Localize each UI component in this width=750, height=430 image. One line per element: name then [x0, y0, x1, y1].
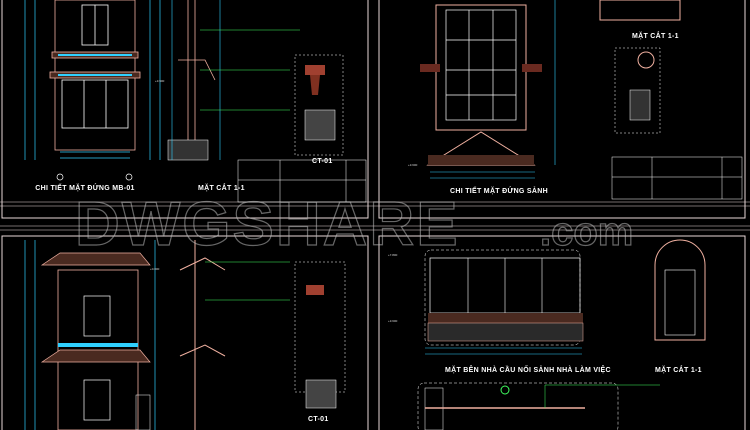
level-label: +3.600 [388, 319, 398, 323]
facade-mb01: CHI TIẾT MẶT ĐỨNG MB-01 [24, 0, 161, 192]
watermark-suffix: .com [540, 210, 633, 254]
facade-mb01-lower: +0.000 [24, 240, 160, 430]
sheet4-title: MẶT BÊN NHÀ CẦU NỐI SẢNH NHÀ LÀM VIỆC [445, 364, 611, 374]
detail-ct01-bottom: CT-01 [294, 261, 346, 423]
sheet2-title: CHI TIẾT MẶT ĐỨNG SẢNH [450, 185, 548, 195]
sheet2-section-title: MẶT CẮT 1-1 [632, 31, 679, 40]
section-lobby: MẶT CẮT 1-1 [599, 0, 681, 134]
level-label: +0.000 [150, 267, 160, 271]
side-elevation-bridge: +7.800 +3.600 MẶT BÊN NHÀ CẦU NỐI SẢNH N… [388, 249, 611, 374]
sheet1-section-title: MẶT CẮT 1-1 [198, 183, 245, 192]
detail-ct01-top: CT-01 [294, 54, 344, 165]
section-mb01-lower [179, 240, 290, 430]
sheet1-title: CHI TIẾT MẶT ĐỨNG MB-01 [35, 182, 134, 192]
watermark-text: DWGSHARE [75, 190, 460, 259]
frame-top-right [378, 0, 746, 219]
title-block-2 [611, 156, 743, 200]
frame-top-left [1, 0, 369, 219]
frame-bottom-left [1, 235, 369, 430]
level-label: +3.600 [408, 163, 418, 167]
title-block-1 [237, 159, 367, 203]
facade-lobby: +3.600 CHI TIẾT MẶT ĐỨNG SẢNH [408, 0, 556, 195]
section-bridge: MẶT CẮT 1-1 [654, 239, 706, 374]
plan-bridge [417, 382, 660, 430]
frame-bottom-right [378, 235, 746, 430]
level-label: +3.900 [155, 79, 165, 83]
detail-label: CT-01 [312, 158, 333, 165]
section-mb01: +3.900 MẶT CẮT 1-1 [155, 0, 300, 192]
sheet4-section-title: MẶT CẮT 1-1 [655, 365, 702, 374]
detail-label: CT-01 [308, 416, 329, 423]
level-label: +7.800 [388, 253, 398, 257]
watermark-dwgshare: DWGSHARE .com [74, 189, 634, 259]
